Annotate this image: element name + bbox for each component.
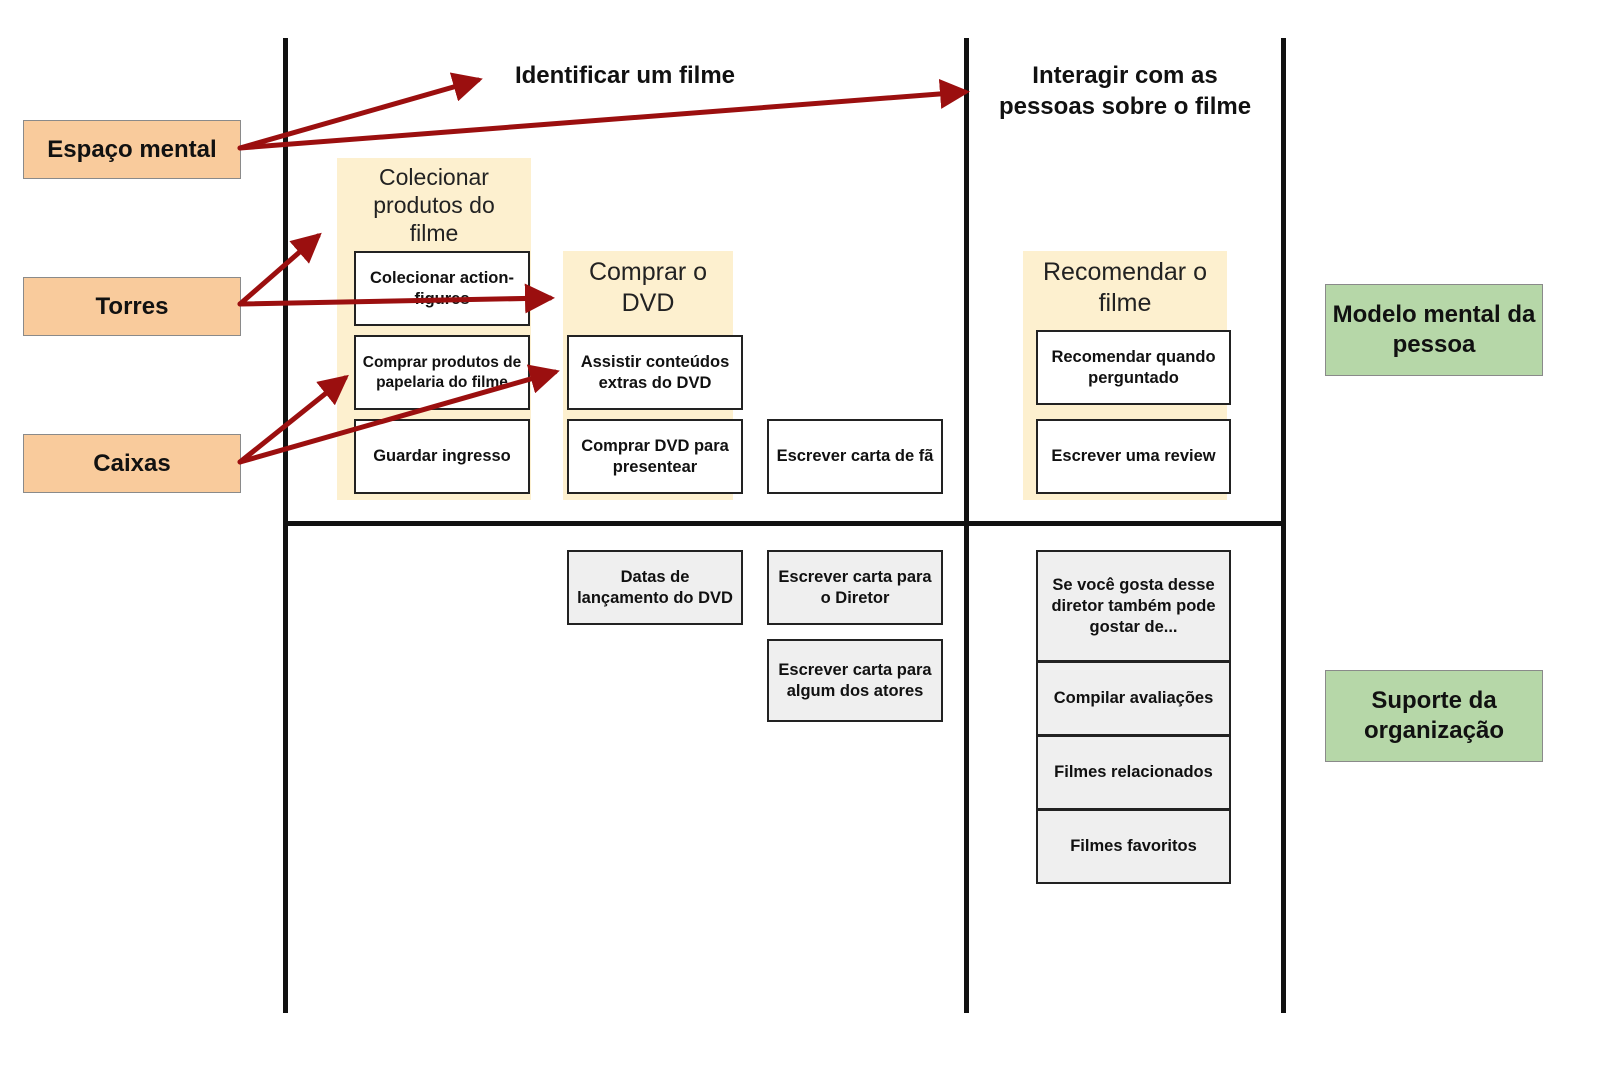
- support-box-letter-actors: Escrever carta para algum dos atores: [767, 639, 943, 722]
- box-buy-stationery: Comprar produtos de papelaria do filme: [354, 335, 530, 410]
- support-box-director-suggest: Se você gosta desse diretor também pode …: [1036, 550, 1231, 662]
- tower-title-buy-dvd: Comprar o DVD: [588, 258, 708, 317]
- label-mental-model: Modelo mental da pessoa: [1325, 284, 1543, 376]
- arrow-boxes-to-dvd-extras: [237, 364, 560, 465]
- label-towers: Torres: [23, 277, 241, 336]
- support-box-dvd-dates: Datas de lançamento do DVD: [567, 550, 743, 625]
- column-title-interact: Interagir com as pessoas sobre o filme: [998, 62, 1252, 120]
- box-fan-letter: Escrever carta de fã: [767, 419, 943, 494]
- column-title-identify: Identificar um filme: [514, 62, 736, 89]
- support-box-favorite-movies: Filmes favoritos: [1036, 809, 1231, 884]
- label-boxes: Caixas: [23, 434, 241, 493]
- tower-title-recommend: Recomendar o filme: [1043, 258, 1207, 317]
- label-org-support: Suporte da organização: [1325, 670, 1543, 762]
- arrow-towers-to-collect: [237, 232, 322, 307]
- support-box-letter-director: Escrever carta para o Diretor: [767, 550, 943, 625]
- arrow-boxes-to-stationery: [237, 374, 349, 465]
- box-buy-dvd-gift: Comprar DVD para presentear: [567, 419, 743, 494]
- box-write-review: Escrever uma review: [1036, 419, 1231, 494]
- box-watch-dvd-extras: Assistir conteúdos extras do DVD: [567, 335, 743, 410]
- box-recommend-when-asked: Recomendar quando perguntado: [1036, 330, 1231, 405]
- box-keep-ticket: Guardar ingresso: [354, 419, 530, 494]
- support-box-related-movies: Filmes relacionados: [1036, 735, 1231, 810]
- arrow-mental-space-to-identify: [237, 72, 483, 151]
- tower-title-collect: Colecionar produtos do filme: [373, 164, 495, 246]
- arrow-mental-space-to-interact: [237, 78, 970, 151]
- arrow-towers-to-buy-dvd: [237, 283, 555, 314]
- box-collect-action-figures: Colecionar action-figures: [354, 251, 530, 326]
- divider-horizontal: [283, 521, 1286, 526]
